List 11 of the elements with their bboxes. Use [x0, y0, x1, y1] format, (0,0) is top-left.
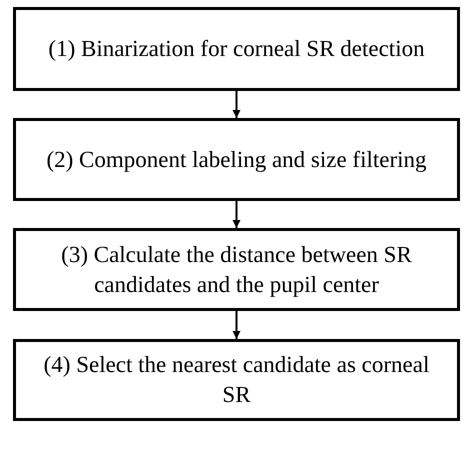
arrow — [232, 91, 240, 118]
process-box — [13, 339, 460, 421]
step-text: (3) Calculate the distance between SR candidates and the pupil center — [60, 240, 413, 299]
step-text: (1) Binarization for corneal SR detection — [48, 35, 425, 64]
process-box — [13, 228, 460, 311]
process-box — [13, 7, 460, 91]
step-text: (2) Component labeling and size filtering — [46, 146, 427, 174]
process-box — [13, 118, 460, 201]
step-text: (4) Select the nearest candidate as corneal SR — [42, 351, 430, 409]
arrow — [232, 201, 240, 228]
arrow — [232, 311, 240, 339]
